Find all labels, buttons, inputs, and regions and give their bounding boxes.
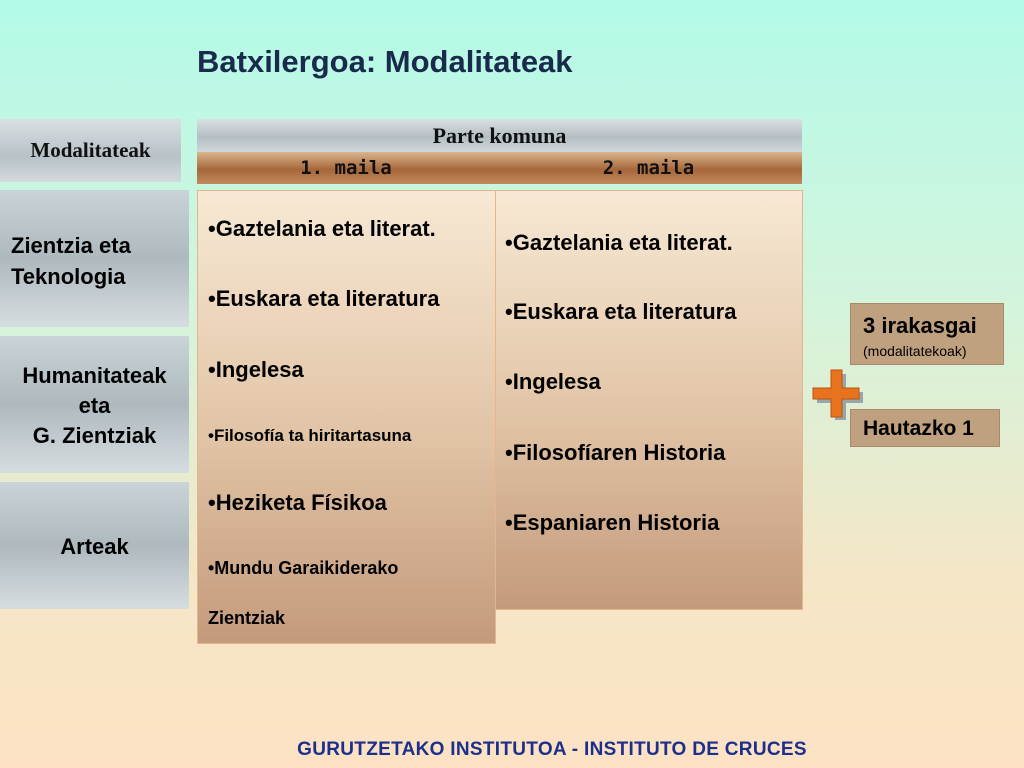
modality-subjects-note: (modalitatekoak): [863, 343, 967, 359]
subject-item: •Heziketa Físikoa: [208, 490, 387, 515]
modality-label-line: Arteak: [60, 534, 129, 559]
subject-item: •Ingelesa: [505, 369, 601, 394]
subject-item: •Euskara eta literatura: [208, 286, 440, 311]
modality-subjects-badge: 3 irakasgai (modalitatekoak): [850, 303, 1004, 365]
modality-label-line: Teknologia: [11, 264, 126, 289]
elective-badge: Hautazko 1: [850, 409, 1000, 447]
modality-humanities-social: Humanitateak eta G. Zientziak: [0, 336, 189, 473]
subject-item: •Gaztelania eta literat.: [208, 216, 436, 241]
subject-item: •Filosofía ta hiritartasuna: [208, 426, 412, 445]
modality-arts: Arteak: [0, 482, 189, 609]
footer-school-name: GURUTZETAKO INSTITUTOA - INSTITUTO DE CR…: [297, 739, 807, 760]
common-part-header: Parte komuna: [197, 119, 802, 152]
year2-header: 2. maila: [495, 152, 802, 184]
modality-science-technology: Zientzia eta Teknologia: [0, 190, 189, 327]
modality-label-line: eta: [78, 393, 111, 418]
subject-item: •Gaztelania eta literat.: [505, 230, 733, 255]
modality-label-line: G. Zientziak: [32, 423, 157, 448]
elective-label: Hautazko 1: [863, 417, 974, 440]
subject-item: •Espaniaren Historia: [505, 510, 720, 535]
subject-item: •Ingelesa: [208, 357, 304, 382]
page-title: Batxilergoa: Modalitateak: [197, 44, 573, 79]
modality-label-line: Humanitateak: [22, 363, 167, 388]
modality-subjects-count: 3 irakasgai: [863, 313, 977, 338]
subject-item: •Mundu Garaikiderako: [208, 558, 399, 578]
year2-subjects-panel: [495, 190, 803, 610]
subject-item: Zientziak: [208, 608, 286, 628]
subject-item: •Filosofíaren Historia: [505, 440, 726, 465]
plus-icon: [812, 369, 863, 420]
modality-label-line: Zientzia eta: [11, 233, 131, 258]
modalities-header: Modalitateak: [0, 119, 181, 182]
subject-item: •Euskara eta literatura: [505, 299, 737, 324]
year1-subjects-panel: [197, 190, 496, 644]
year1-header: 1. maila: [197, 152, 495, 184]
